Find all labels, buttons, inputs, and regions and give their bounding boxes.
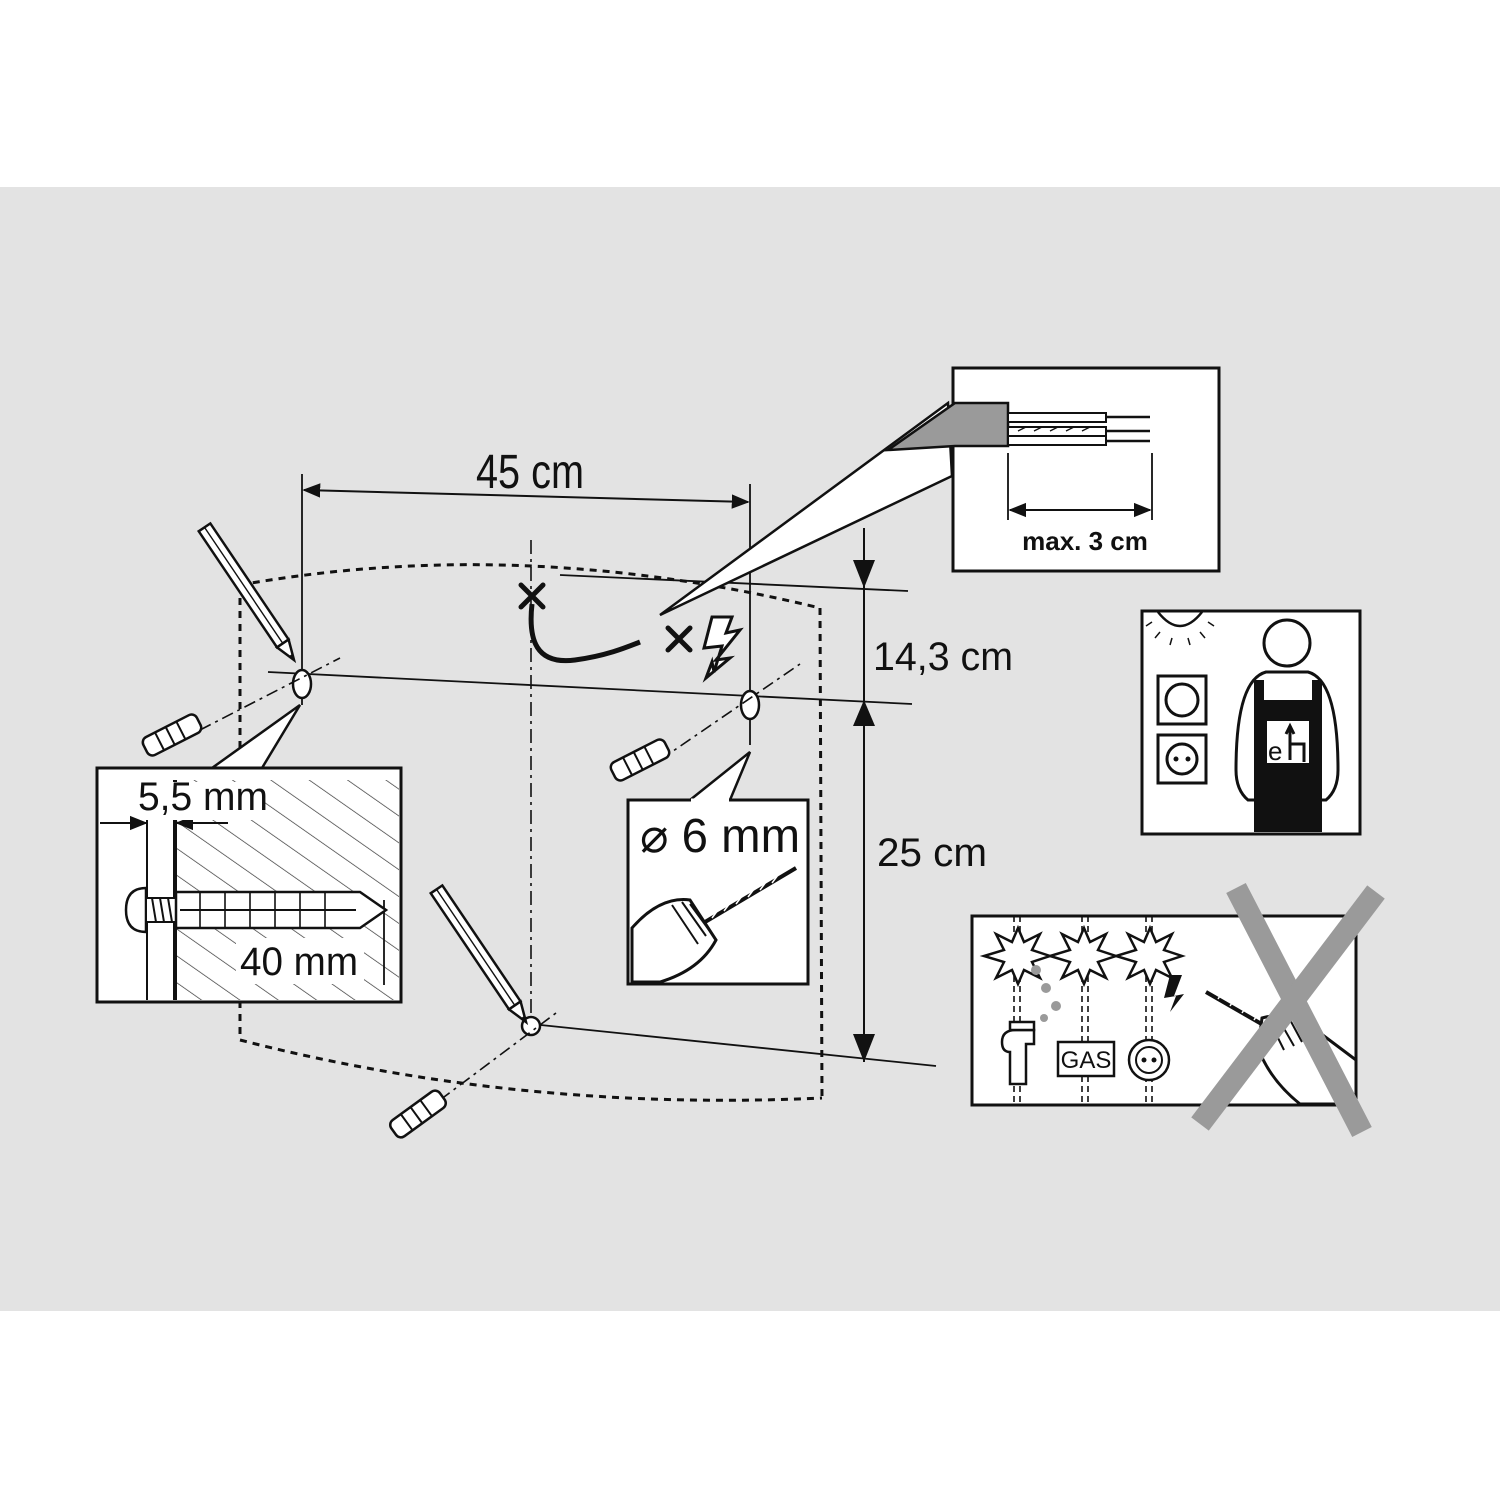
electrician-logo: e bbox=[1268, 736, 1282, 766]
screw-gap-label: 5,5 mm bbox=[138, 775, 268, 819]
explosion-icon-3 bbox=[1111, 924, 1186, 988]
dowel-right bbox=[609, 738, 671, 782]
lightning-icon bbox=[1164, 975, 1184, 1012]
mounting-hole-left bbox=[291, 668, 313, 700]
dimension-vertical bbox=[853, 528, 875, 1062]
drill-inset: ⌀ 6 mm bbox=[626, 751, 810, 986]
water-tap-icon bbox=[1000, 1020, 1036, 1086]
explosion-icon-2 bbox=[1045, 924, 1120, 988]
no-power-icon bbox=[665, 615, 744, 683]
hazard-inset: GAS bbox=[970, 882, 1385, 1138]
mounting-hole-right bbox=[739, 689, 761, 721]
cable-exit-cross-icon bbox=[518, 582, 546, 610]
cable-strip-inset: max. 3 cm bbox=[883, 366, 1221, 573]
dimension-label-14-3cm: 14,3 cm bbox=[873, 635, 1013, 679]
socket-hazard-icon bbox=[1127, 1038, 1171, 1082]
pencil-icon-top bbox=[196, 521, 297, 664]
dowel-left bbox=[141, 713, 203, 757]
electrician-figure-icon: e bbox=[1234, 618, 1340, 832]
power-cable bbox=[528, 603, 641, 664]
sun-icon bbox=[1157, 611, 1203, 628]
socket-icon bbox=[1156, 733, 1208, 785]
water-drops-icon bbox=[1031, 965, 1061, 1022]
dimension-45cm: 45 cm bbox=[302, 446, 750, 509]
screw-depth-label: 40 mm bbox=[240, 940, 358, 984]
electrician-inset: e bbox=[1140, 609, 1362, 836]
gas-label: GAS bbox=[1061, 1047, 1112, 1074]
dimension-label-25cm: 25 cm bbox=[877, 831, 987, 875]
prohibition-cross-icon bbox=[1191, 882, 1385, 1138]
dowel-bottom bbox=[388, 1089, 448, 1139]
gas-box: GAS bbox=[1056, 1040, 1116, 1078]
drill-icon bbox=[630, 866, 798, 984]
drill-bit-label: ⌀ 6 mm bbox=[640, 810, 800, 863]
dimension-label-45cm: 45 cm bbox=[476, 446, 584, 499]
pencil-icon-bottom bbox=[428, 883, 529, 1026]
screw-depth-inset: 5,5 mm 40 mm bbox=[95, 703, 403, 1004]
switch-icon bbox=[1156, 674, 1208, 726]
cable-strip-label: max. 3 cm bbox=[1022, 526, 1148, 556]
